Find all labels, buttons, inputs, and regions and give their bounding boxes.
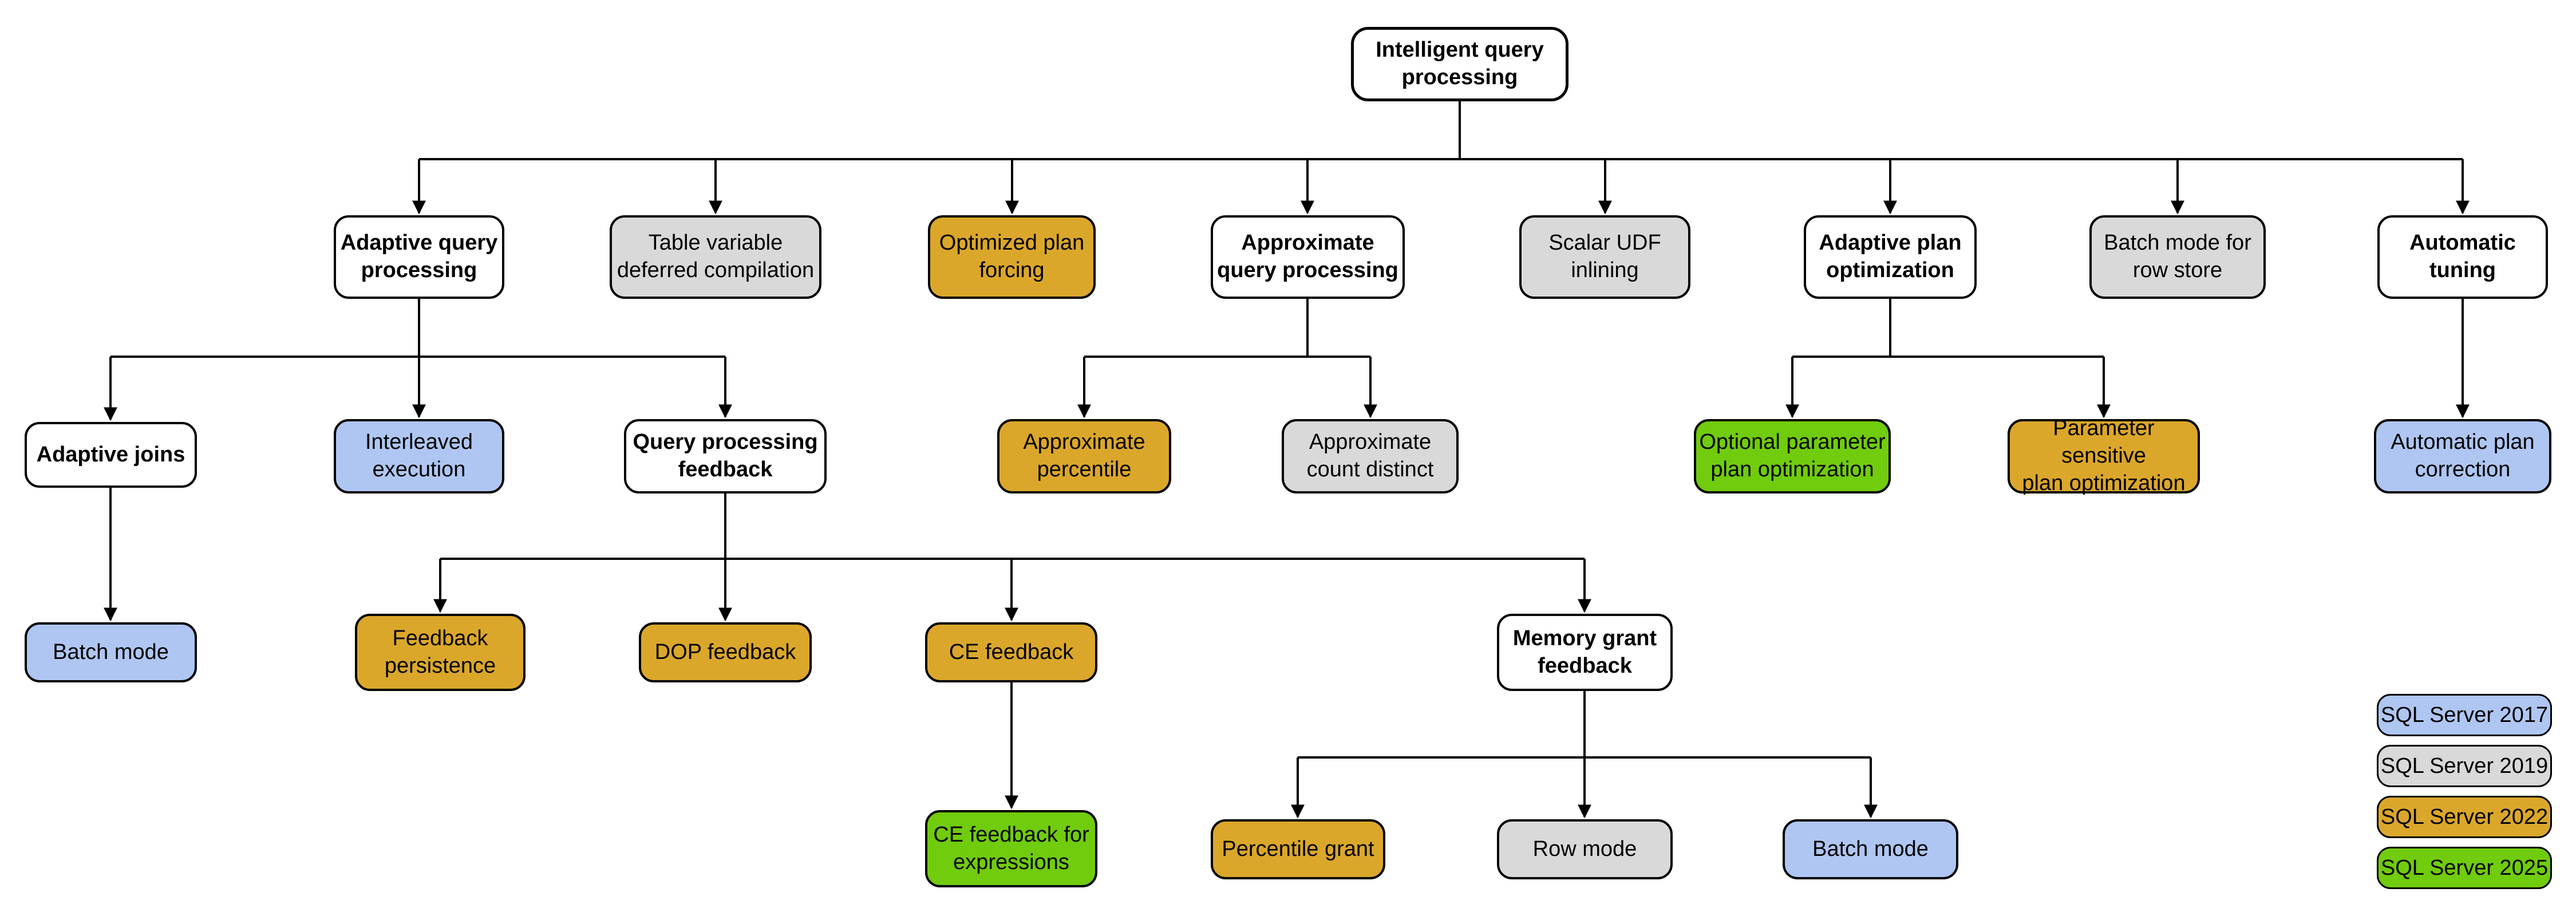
query-processing-feedback: Query processing feedback	[624, 419, 827, 493]
edge-memory-grant-feedback-bus	[1291, 691, 1878, 819]
edge-root-bus	[412, 101, 2470, 215]
edge-adaptive-plan-optimization-bus	[1785, 299, 2111, 418]
percentile-grant: Percentile grant	[1211, 819, 1385, 879]
intelligent-query-processing: Intelligent query processing	[1351, 27, 1568, 101]
approximate-percentile: Approximate percentile	[997, 419, 1171, 493]
optimized-plan-forcing: Optimized plan forcing	[928, 215, 1096, 299]
optional-parameter-plan-optimization: Optional parameter plan optimization	[1694, 419, 1891, 493]
edge-approximate-query-processing-bus	[1077, 299, 1377, 418]
interleaved-execution: Interleaved execution	[334, 419, 504, 493]
edge-adaptive-query-processing-bus	[104, 299, 732, 421]
adaptive-joins: Adaptive joins	[25, 422, 197, 488]
table-variable-deferred-compilation: Table variable deferred compilation	[610, 215, 821, 299]
batch-mode-under-memory-grant: Batch mode	[1783, 819, 1958, 879]
legend-sql-server-2025: SQL Server 2025	[2377, 847, 2552, 889]
ce-feedback: CE feedback	[925, 622, 1097, 682]
legend-sql-server-2019: SQL Server 2019	[2377, 745, 2552, 787]
approximate-query-processing: Approximate query processing	[1211, 215, 1405, 299]
row-mode: Row mode	[1497, 819, 1673, 879]
adaptive-plan-optimization: Adaptive plan optimization	[1804, 215, 1977, 299]
legend-sql-server-2022: SQL Server 2022	[2377, 796, 2552, 838]
batch-mode-for-row-store: Batch mode for row store	[2089, 215, 2266, 299]
parameter-sensitive-plan-optimization: Parameter sensitive plan optimization	[2008, 416, 2200, 495]
automatic-plan-correction: Automatic plan correction	[2374, 419, 2551, 493]
legend-sql-server-2017: SQL Server 2017	[2377, 694, 2552, 736]
scalar-udf-inlining: Scalar UDF inlining	[1519, 215, 1690, 299]
feedback-persistence: Feedback persistence	[355, 614, 526, 691]
memory-grant-feedback: Memory grant feedback	[1497, 614, 1673, 691]
dop-feedback: DOP feedback	[639, 622, 812, 682]
approximate-count-distinct: Approximate count distinct	[1282, 419, 1459, 493]
batch-mode-under-adaptive-joins: Batch mode	[25, 622, 197, 682]
ce-feedback-for-expressions: CE feedback for expressions	[925, 810, 1097, 887]
automatic-tuning: Automatic tuning	[2377, 215, 2548, 299]
adaptive-query-processing: Adaptive query processing	[334, 215, 504, 299]
edge-query-processing-feedback-bus	[433, 493, 1591, 622]
